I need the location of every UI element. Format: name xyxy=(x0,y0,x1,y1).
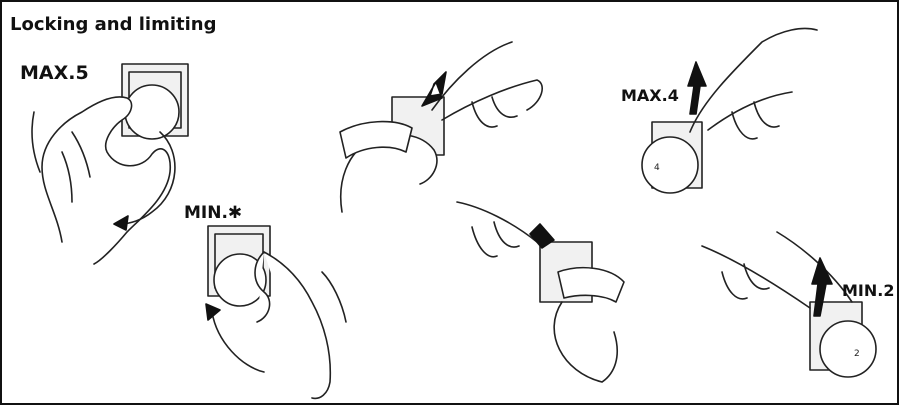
label-max4: MAX.4 xyxy=(621,86,679,105)
thermostat-knob xyxy=(820,321,876,377)
label-min-star: MIN.✱ xyxy=(184,203,242,223)
step-min2-illustration xyxy=(702,232,876,377)
finger-outline xyxy=(702,232,852,308)
label-max5: MAX.5 xyxy=(20,62,89,84)
finger-outline xyxy=(442,80,542,127)
finger-outline xyxy=(457,202,537,257)
hand-outline xyxy=(554,302,617,382)
wrist-line xyxy=(322,272,346,322)
knob-number-min2: 2 xyxy=(854,349,860,359)
step-min-illustration xyxy=(206,226,346,398)
step-max4-illustration xyxy=(642,29,817,194)
step-press-rotate-illustration xyxy=(340,42,542,212)
knob-number-max4: 4 xyxy=(654,163,660,173)
wrist-line xyxy=(32,112,40,172)
rotation-arrow xyxy=(212,312,264,372)
step-press-lower-illustration xyxy=(457,202,624,382)
thermostat-knob xyxy=(125,85,179,139)
label-min2: MIN.2 xyxy=(842,281,894,300)
step-max5-illustration xyxy=(32,64,188,264)
thermostat-knob xyxy=(642,137,698,193)
finger-outline xyxy=(690,29,817,139)
lift-arrow xyxy=(688,62,706,114)
